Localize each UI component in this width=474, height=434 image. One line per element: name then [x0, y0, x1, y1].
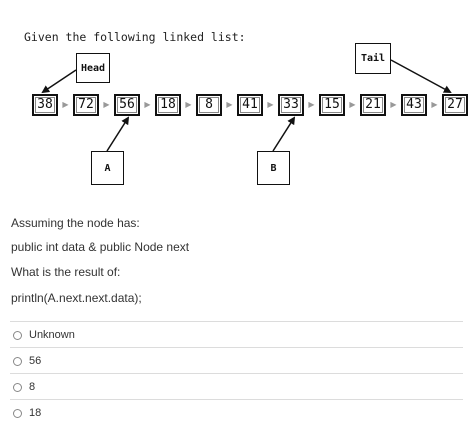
radio-button-icon[interactable] — [13, 408, 22, 418]
option-unknown[interactable]: Unknown — [13, 329, 75, 341]
question-line: What is the result of: — [11, 265, 121, 279]
list-node: 41 — [237, 94, 263, 116]
link-arrow-icon: ▶ — [144, 100, 151, 109]
option-label: 8 — [29, 381, 36, 393]
link-arrow-icon: ▶ — [62, 100, 69, 109]
question-line: public int data & public Node next — [11, 240, 190, 254]
option-18[interactable]: 18 — [13, 407, 41, 419]
list-node: 33 — [278, 94, 304, 116]
list-node: 21 — [360, 94, 386, 116]
option-label: 18 — [29, 407, 42, 419]
b-arrow — [272, 116, 296, 152]
question-code: println(A.next.next.data); — [11, 291, 142, 305]
list-node: 15 — [319, 94, 345, 116]
link-arrow-icon: ▶ — [308, 100, 315, 109]
radio-button-icon[interactable] — [13, 382, 22, 392]
option-56[interactable]: 56 — [13, 355, 41, 367]
option-label: Unknown — [29, 329, 75, 341]
option-label: 56 — [29, 355, 42, 367]
head-arrow — [41, 69, 77, 94]
link-arrow-icon: ▶ — [267, 100, 274, 109]
tail-arrow — [390, 59, 452, 93]
divider — [10, 321, 463, 322]
link-arrow-icon: ▶ — [226, 100, 233, 109]
tail-pointer-box: Tail — [355, 43, 391, 74]
divider — [10, 399, 463, 400]
divider — [10, 347, 463, 348]
linked-list-diagram: 38 ▶ 72 ▶ 56 ▶ 18 ▶ 8 ▶ 41 ▶ 33 ▶ 15 ▶ 2… — [0, 0, 474, 200]
a-arrow — [106, 116, 130, 152]
link-arrow-icon: ▶ — [185, 100, 192, 109]
question-line: Assuming the node has: — [11, 216, 140, 230]
link-arrow-icon: ▶ — [103, 100, 110, 109]
a-pointer-box: A — [91, 151, 124, 185]
b-pointer-box: B — [257, 151, 290, 185]
head-pointer-box: Head — [76, 53, 110, 83]
option-8[interactable]: 8 — [13, 381, 35, 393]
pointer-arrows — [41, 59, 452, 152]
intro-text: Given the following linked list: — [24, 30, 246, 44]
radio-button-icon[interactable] — [13, 356, 22, 366]
radio-button-icon[interactable] — [13, 330, 22, 340]
link-arrow-icon: ▶ — [349, 100, 356, 109]
link-arrow-icon: ▶ — [390, 100, 397, 109]
link-arrow-icon: ▶ — [431, 100, 438, 109]
divider — [10, 373, 463, 374]
